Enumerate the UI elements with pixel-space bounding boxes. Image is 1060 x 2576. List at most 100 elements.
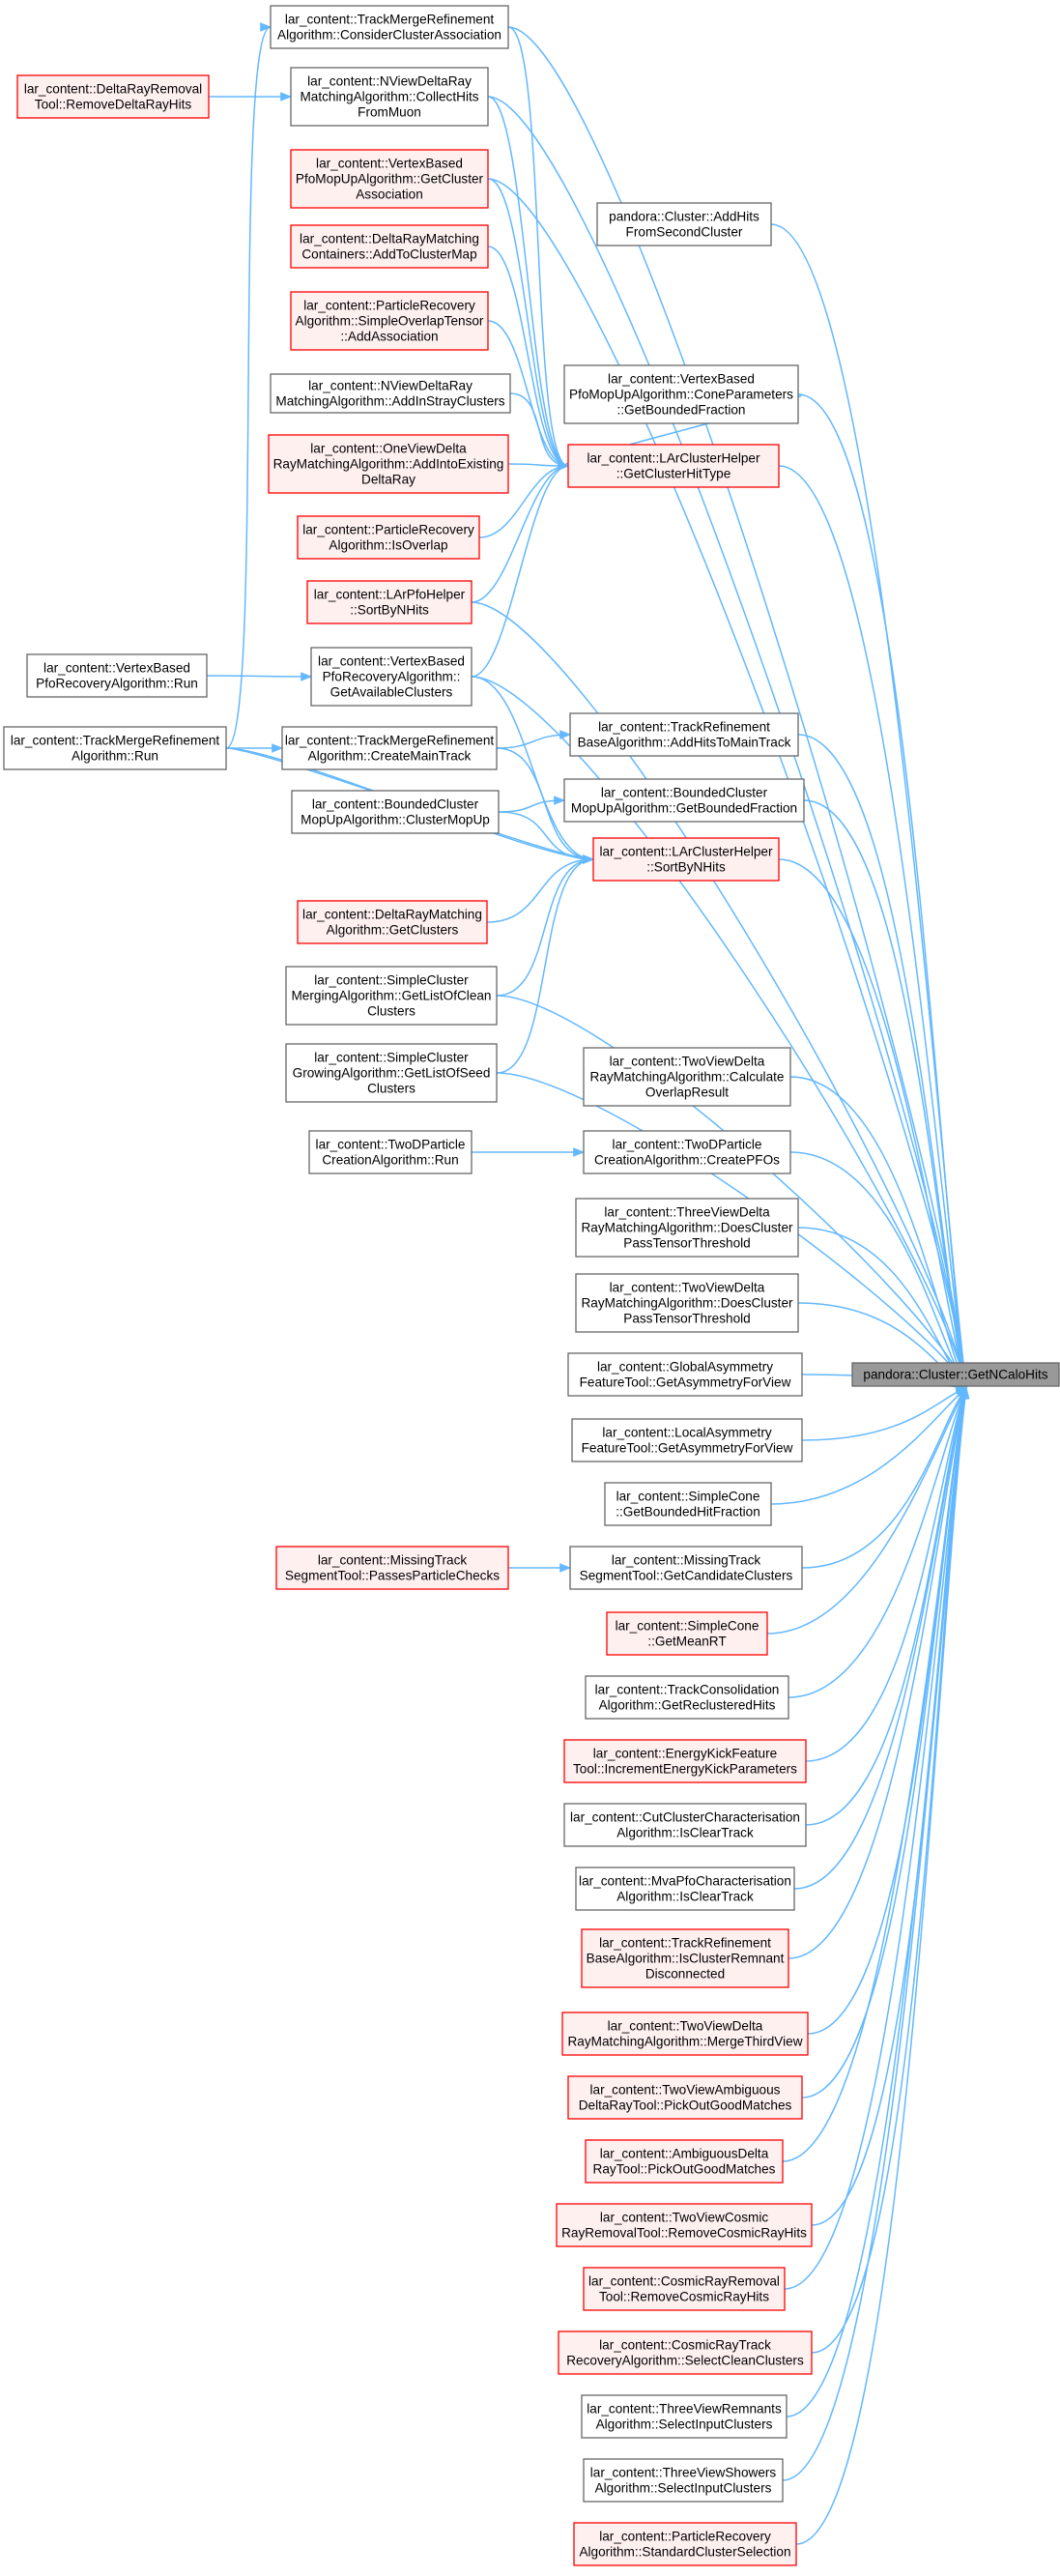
node-n-conepar[interactable]: lar_content::VertexBasedPfoMopUpAlgorith…	[563, 364, 799, 424]
node-label-line: lar_content::ParticleRecovery	[599, 2530, 771, 2544]
node-label-line: ::AddAssociation	[340, 330, 438, 344]
edge-n_clustersort-to-root	[778, 858, 968, 1390]
node-n-reclustered[interactable]: lar_content::TrackConsolidationAlgorithm…	[585, 1675, 789, 1720]
node-box	[563, 778, 805, 823]
node-n-addhitstomain[interactable]: lar_content::TrackRefinementBaseAlgorith…	[569, 712, 799, 757]
node-n-consider[interactable]: lar_content::TrackMergeRefinementAlgorit…	[270, 5, 509, 49]
node-n-getavail[interactable]: lar_content::VertexBasedPfoRecoveryAlgor…	[310, 647, 473, 707]
node-n-drgetclusters[interactable]: lar_content::DeltaRayMatchingAlgorithm::…	[297, 900, 488, 944]
node-n-cutcluster[interactable]: lar_content::CutClusterCharacterisationA…	[563, 1803, 807, 1847]
node-box	[281, 726, 498, 770]
node-n-getclusterassoc[interactable]: lar_content::VertexBasedPfoMopUpAlgorith…	[290, 149, 489, 209]
node-n-createmain[interactable]: lar_content::TrackMergeRefinementAlgorit…	[281, 726, 498, 770]
node-n-localasym[interactable]: lar_content::LocalAsymmetryFeatureTool::…	[571, 1418, 803, 1462]
node-label-line: ::GetClusterHitType	[616, 467, 731, 481]
node-label-line: ::SortByNHits	[350, 603, 429, 618]
node-label-line: FromSecondCluster	[626, 225, 743, 240]
node-n-addinstray[interactable]: lar_content::NViewDeltaRayMatchingAlgori…	[270, 373, 511, 414]
node-label-line: Tool::RemoveDeltaRayHits	[35, 98, 192, 112]
node-label-line: ::SortByNHits	[646, 860, 726, 875]
node-n-three-passtensor[interactable]: lar_content::ThreeViewDeltaRayMatchingAl…	[575, 1198, 799, 1258]
node-label-line: lar_content::SimpleCluster	[314, 1051, 469, 1065]
edge-n_cutcluster-to-root	[805, 1386, 968, 1826]
node-n-isoverlap[interactable]: lar_content::ParticleRecoveryAlgorithm::…	[297, 515, 480, 560]
node-n-getcandidate[interactable]: lar_content::MissingTrackSegmentTool::Ge…	[569, 1546, 803, 1590]
edge-n_getbounded-to-root	[803, 799, 969, 1390]
node-n-remnant[interactable]: lar_content::TrackRefinementBaseAlgorith…	[581, 1928, 789, 1988]
node-box	[606, 1611, 768, 1656]
node-label-line: lar_content::VertexBased	[608, 372, 755, 387]
node-label-line: lar_content::ParticleRecovery	[303, 299, 475, 313]
node-n-cosmicremoval[interactable]: lar_content::CosmicRayRemovalTool::Remov…	[583, 2267, 786, 2311]
node-n-addassoc[interactable]: lar_content::ParticleRecoveryAlgorithm::…	[290, 291, 489, 351]
node-n-tmr-run[interactable]: lar_content::TrackMergeRefinementAlgorit…	[3, 726, 227, 770]
node-n-collect[interactable]: lar_content::NViewDeltaRayMatchingAlgori…	[290, 67, 489, 127]
node-n-cosmictrack[interactable]: lar_content::CosmicRayTrackRecoveryAlgor…	[558, 2330, 813, 2375]
node-root[interactable]: pandora::Cluster::GetNCaloHits	[851, 1362, 1060, 1387]
node-n-threeshowers[interactable]: lar_content::ThreeViewShowersAlgorithm::…	[583, 2458, 784, 2503]
node-n-clustermopup[interactable]: lar_content::BoundedClusterMopUpAlgorith…	[291, 790, 500, 834]
node-n-passesparticle[interactable]: lar_content::MissingTrackSegmentTool::Pa…	[275, 1546, 509, 1590]
edge-n_isoverlap-to-gethittype	[478, 461, 570, 538]
edge-n_mvapfo-to-root	[793, 1386, 968, 1890]
node-n-vbpfo-run[interactable]: lar_content::VertexBasedPfoRecoveryAlgor…	[26, 653, 208, 698]
node-label-line: Algorithm::SelectInputClusters	[595, 2481, 772, 2496]
edge-n_ambdelta-to-root	[782, 1386, 969, 2162]
node-n-pfosort[interactable]: lar_content::LArPfoHelper::SortByNHits	[306, 580, 473, 624]
node-label-line: Algorithm::IsClearTrack	[616, 1890, 754, 1904]
node-n-simplecone-bounded[interactable]: lar_content::SimpleCone::GetBoundedHitFr…	[604, 1482, 772, 1526]
node-n-removedelta[interactable]: lar_content::DeltaRayRemovalTool::Remove…	[16, 74, 210, 119]
node-n-globalasym[interactable]: lar_content::GlobalAsymmetryFeatureTool:…	[567, 1352, 803, 1397]
node-n-ambdelta[interactable]: lar_content::AmbiguousDeltaRayTool::Pick…	[585, 2139, 784, 2184]
node-n-createpfos[interactable]: lar_content::TwoDParticleCreationAlgorit…	[583, 1130, 791, 1174]
node-box	[275, 1546, 509, 1590]
node-n-clustersort[interactable]: lar_content::LArClusterHelper::SortByNHi…	[592, 837, 780, 882]
node-box	[581, 2394, 788, 2439]
edge-n_simplecone_bounded-to-root	[770, 1387, 967, 1505]
node-label-line: Containers::AddToClusterMap	[301, 247, 476, 262]
node-label-line: lar_content::GlobalAsymmetry	[597, 1360, 773, 1375]
node-n-cleanclusters[interactable]: lar_content::SimpleClusterMergingAlgorit…	[285, 966, 498, 1026]
edge-n_cosmicremoval-to-root	[784, 1386, 970, 2290]
node-n-mergethird[interactable]: lar_content::TwoViewDeltaRayMatchingAlgo…	[561, 2012, 809, 2056]
node-n-seedclusters[interactable]: lar_content::SimpleClusterGrowingAlgorit…	[285, 1043, 498, 1103]
node-box	[575, 1198, 799, 1258]
node-box	[569, 1546, 803, 1590]
node-n-twoviewamb[interactable]: lar_content::TwoViewAmbiguousDeltaRayToo…	[567, 2075, 803, 2120]
node-box	[290, 149, 489, 209]
edge-n_collect-to-gethittype	[487, 96, 570, 471]
node-box	[583, 2458, 784, 2503]
node-n-getbounded[interactable]: lar_content::BoundedClusterMopUpAlgorith…	[563, 778, 805, 823]
node-n-twod-run[interactable]: lar_content::TwoDParticleCreationAlgorit…	[308, 1130, 473, 1174]
node-n-addhits[interactable]: pandora::Cluster::AddHitsFromSecondClust…	[596, 202, 772, 246]
node-box	[581, 1928, 789, 1988]
node-label-line: SegmentTool::PassesParticleChecks	[285, 1569, 500, 1583]
node-label-line: lar_content::TwoViewAmbiguous	[590, 2083, 781, 2098]
node-n-standardsel[interactable]: lar_content::ParticleRecoveryAlgorithm::…	[573, 2522, 797, 2566]
node-label-line: DeltaRayTool::PickOutGoodMatches	[579, 2098, 792, 2113]
node-label-line: lar_content::ThreeViewRemnants	[587, 2402, 782, 2417]
node-n-threeremnants[interactable]: lar_content::ThreeViewRemnantsAlgorithm:…	[581, 2394, 788, 2439]
node-box	[297, 515, 480, 560]
node-label-line: MatchingAlgorithm::AddInStrayClusters	[275, 394, 504, 409]
node-n-mvapfo[interactable]: lar_content::MvaPfoCharacterisationAlgor…	[575, 1867, 795, 1911]
node-box	[585, 2139, 784, 2184]
node-label-line: lar_content::SimpleCluster	[314, 973, 469, 988]
node-label-line: lar_content::TrackMergeRefinement	[285, 13, 495, 27]
node-n-addtomap[interactable]: lar_content::DeltaRayMatchingContainers:…	[290, 224, 489, 269]
node-label-line: lar_content::ThreeViewDelta	[604, 1205, 770, 1220]
node-label-line: lar_content::EnergyKickFeature	[593, 1747, 777, 1761]
node-label-line: RayMatchingAlgorithm::MergeThirdView	[567, 2035, 802, 2049]
node-n-calcoverlap[interactable]: lar_content::TwoViewDeltaRayMatchingAlgo…	[583, 1047, 791, 1107]
node-label-line: Association	[356, 188, 423, 202]
node-n-two-passtensor[interactable]: lar_content::TwoViewDeltaRayMatchingAlgo…	[575, 1273, 799, 1333]
node-label-line: lar_content::TrackConsolidation	[595, 1683, 780, 1697]
node-n-twoviewcosmic[interactable]: lar_content::TwoViewCosmicRayRemovalTool…	[556, 2203, 813, 2247]
node-n-getmeanrt[interactable]: lar_content::SimpleCone::GetMeanRT	[606, 1611, 768, 1656]
node-box	[592, 837, 780, 882]
node-label-line: lar_content::LocalAsymmetry	[602, 1426, 771, 1440]
node-n-energykick[interactable]: lar_content::EnergyKickFeatureTool::Incr…	[563, 1739, 807, 1783]
node-label-line: DeltaRay	[361, 473, 415, 487]
node-n-gethittype[interactable]: lar_content::LArClusterHelper::GetCluste…	[567, 444, 780, 488]
node-n-addintoexist[interactable]: lar_content::OneViewDeltaRayMatchingAlgo…	[268, 434, 509, 494]
